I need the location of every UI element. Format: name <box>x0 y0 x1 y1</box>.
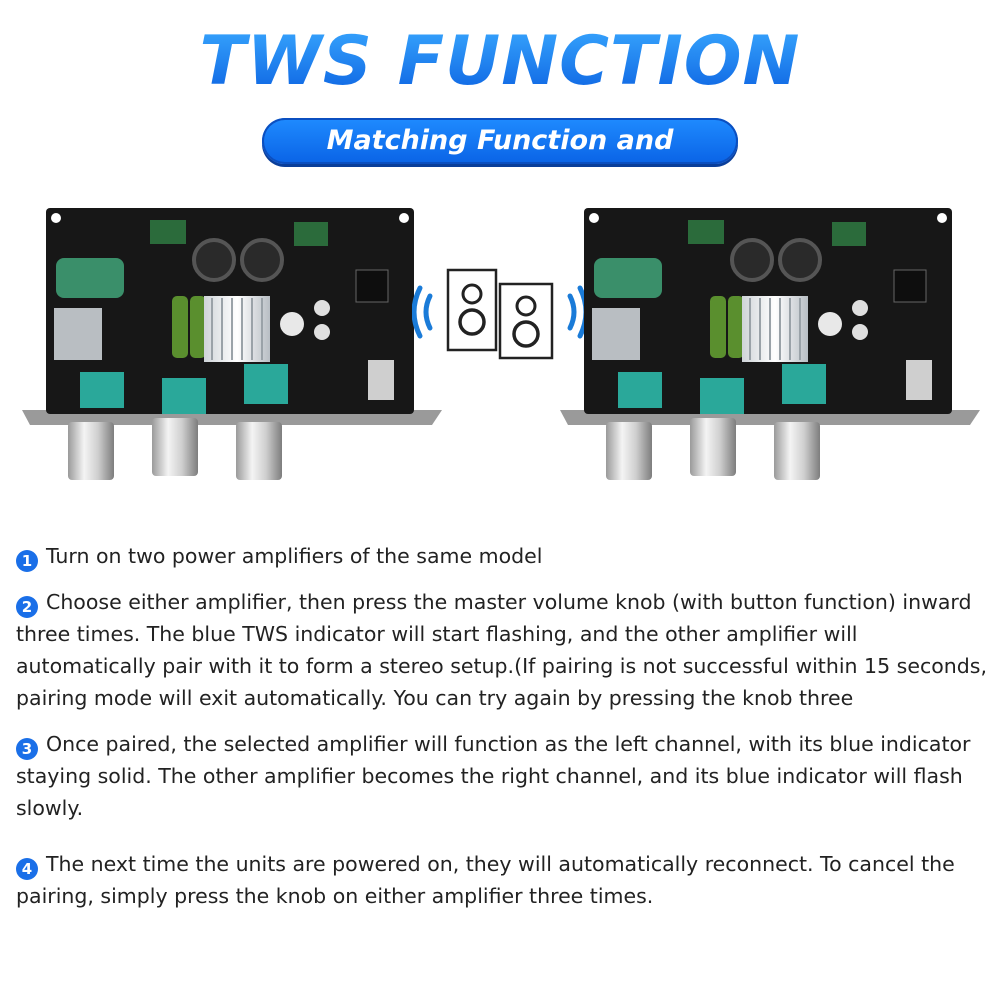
step-text: Turn on two power amplifiers of the same… <box>46 544 543 568</box>
step-text: Once paired, the selected amplifier will… <box>16 732 971 820</box>
speaker-pair-icon <box>412 268 588 360</box>
subtitle-pill: Matching Function and Operation <box>262 118 738 202</box>
instruction-steps: 1 Turn on two power amplifiers of the sam… <box>16 540 988 912</box>
step-number-badge: 3 <box>16 738 38 760</box>
amplifier-board-left <box>22 208 442 480</box>
step-number-badge: 4 <box>16 858 38 880</box>
amplifier-board-right <box>560 208 980 480</box>
step-text: Choose either amplifier, then press the … <box>16 590 987 710</box>
step-1: 1 Turn on two power amplifiers of the sam… <box>16 540 988 572</box>
page-title: TWS FUNCTION <box>0 22 1000 101</box>
step-number-badge: 2 <box>16 596 38 618</box>
step-number-badge: 1 <box>16 550 38 572</box>
step-text: The next time the units are powered on, … <box>16 852 955 908</box>
